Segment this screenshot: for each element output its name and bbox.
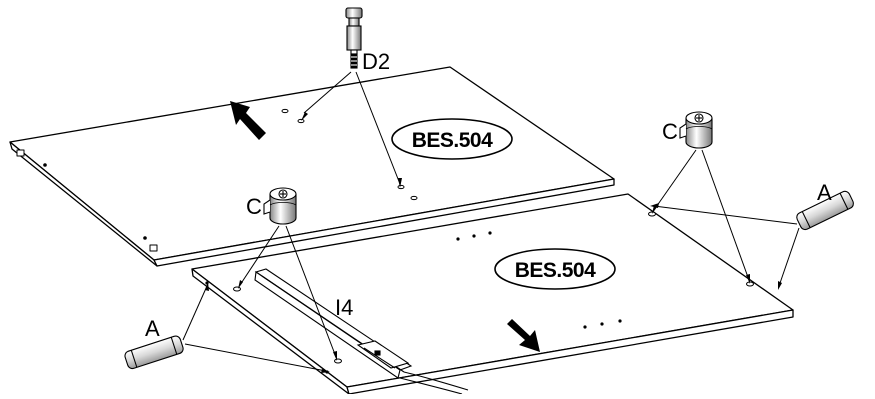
part-label-bottom: BES.504 [494,248,616,290]
wooden-dowel-icon-left [124,335,184,370]
part-label-top: BES.504 [391,118,513,160]
dowel-left-label: A [145,316,160,341]
part-label-top-text: BES.504 [412,129,493,152]
cam-lock-left-label: C [246,194,262,219]
cam-lock-icon-left [263,187,297,225]
cam-lock-icon-right [679,111,713,149]
dowel-screw-leaders [303,71,401,185]
dowel-screw-icon [345,7,363,69]
cam-lock-left-leaders [239,225,337,358]
cam-lock-right-label: C [662,119,678,144]
direction-arrow-icon-bottom [507,319,540,352]
dowel-right-label: A [817,180,832,205]
dowel-screw-label: D2 [362,49,390,74]
top-panel [9,66,615,267]
direction-arrow-icon [230,101,266,140]
dowel-left-leaders [182,285,327,372]
part-label-bottom-text: BES.504 [515,259,596,282]
drawer-rail-icon [254,268,469,395]
wooden-dowel-icon-right [796,190,854,231]
rail-label: I4 [335,295,353,320]
dowel-right-leaders [653,205,800,287]
